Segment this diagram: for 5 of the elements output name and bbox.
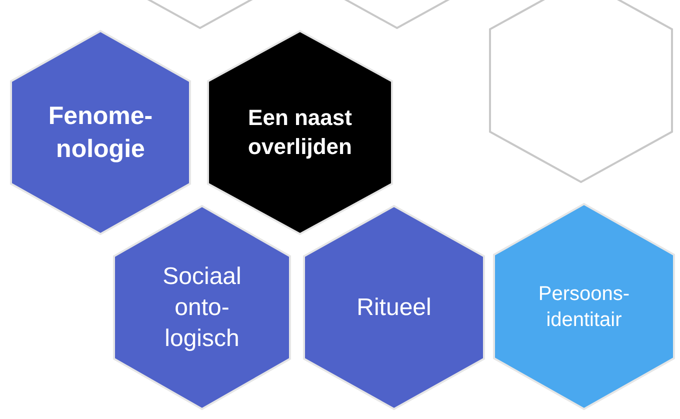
tile-label: Persoons- identitair [537, 282, 631, 332]
tile-label: Ritueel [356, 292, 432, 323]
tile-label: Een naast overlijden [247, 104, 353, 161]
tile-label: Sociaal onto- logisch [162, 262, 242, 354]
tile-label: Fenome- nologie [47, 101, 154, 164]
